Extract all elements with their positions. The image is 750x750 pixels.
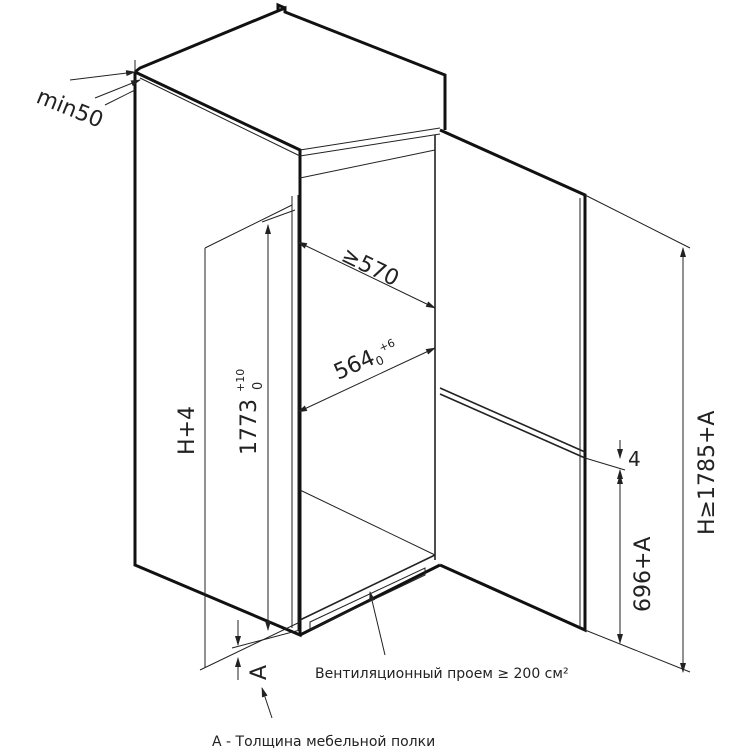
min50-label: min50 [33, 84, 107, 133]
min50-dimension: min50 [33, 70, 141, 134]
fridge-door [439, 128, 691, 673]
lower-door-label: 696+A [631, 537, 656, 612]
door-gap-dimension: 4 [584, 440, 641, 488]
shelf-thickness-dimension: A [235, 620, 273, 719]
niche-outline [134, 60, 301, 671]
inner-height-label: 1773 [237, 399, 262, 455]
inner-height-dimension: 1773 +10 0 [234, 209, 296, 631]
niche-width-dimension: 564 +6 0 [297, 336, 436, 413]
niche-depth-dimension: ≥570 [297, 241, 436, 309]
niche-width-tol-upper: +6 [377, 336, 397, 354]
ventilation-callout: Вентиляционный проем ≥ 200 см² [315, 591, 569, 682]
inner-height-tol-upper: +10 [234, 369, 247, 392]
total-height-dimension: H≥1785+A [680, 247, 720, 673]
total-height-label: H≥1785+A [695, 411, 720, 535]
niche-width-label: 564 [330, 346, 379, 386]
niche-height-label: H+4 [175, 406, 200, 455]
inner-height-tol-lower: 0 [251, 382, 266, 390]
door-gap-label: 4 [628, 447, 641, 471]
lower-door-dimension: 696+A [617, 474, 656, 644]
niche-depth-label: ≥570 [337, 243, 402, 292]
shelf-thickness-label: A [247, 665, 272, 680]
cabinet-outline [133, 2, 447, 638]
niche-height-dimension: H+4 [175, 406, 200, 455]
ventilation-label: Вентиляционный проем ≥ 200 см² [315, 666, 569, 682]
shelf-legend: A - Толщина мебельной полки [212, 734, 435, 750]
